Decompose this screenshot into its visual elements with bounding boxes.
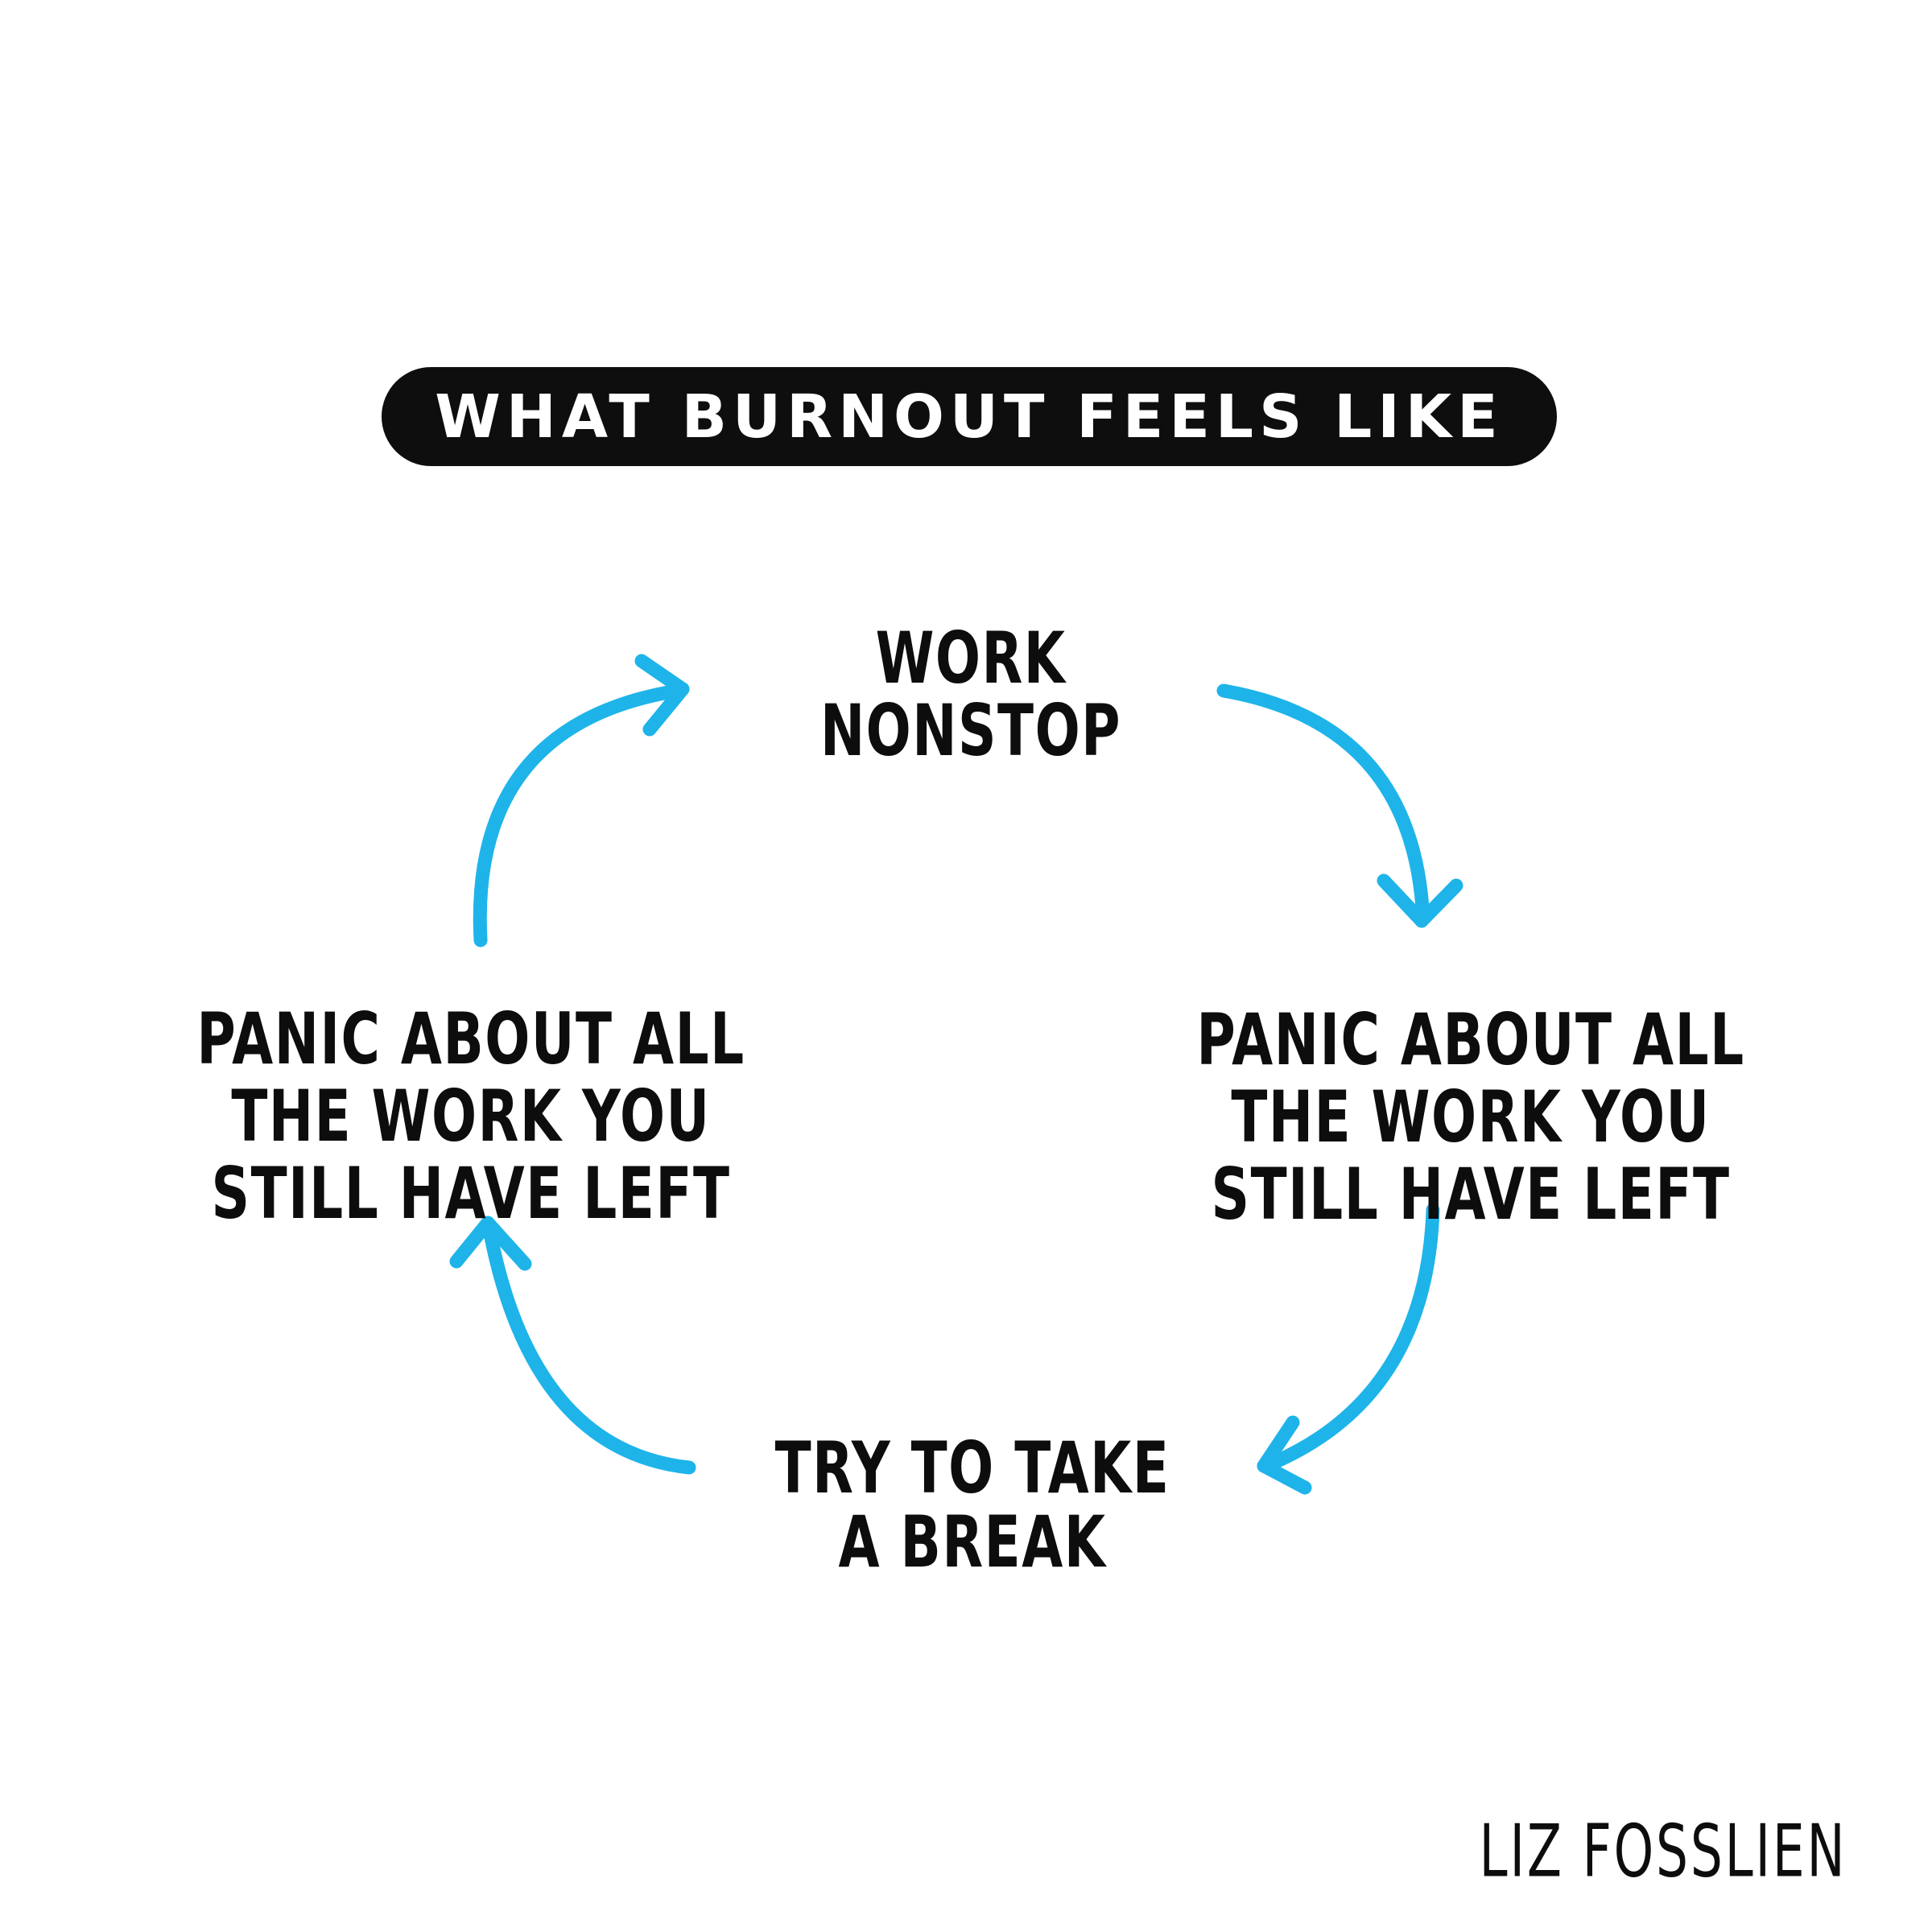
node-line: STILL HAVE LEFT <box>211 1152 731 1235</box>
node-line: WORK <box>875 617 1067 700</box>
arrow-up-right-icon <box>473 654 690 947</box>
node-panic-right: PANIC ABOUT ALL THE WORK YOU STILL HAVE … <box>1105 1001 1837 1233</box>
node-line: TRY TO TAKE <box>774 1426 1170 1509</box>
arrow-down-left-icon <box>1257 1203 1440 1495</box>
node-line: NONSTOP <box>819 689 1122 772</box>
node-panic-left: PANIC ABOUT ALL THE WORK YOU STILL HAVE … <box>105 1001 837 1232</box>
arrow-up-left-icon <box>449 1216 696 1475</box>
page-title: WHAT BURNOUT FEELS LIKE <box>435 382 1504 452</box>
node-work-nonstop: WORK NONSTOP <box>770 622 1172 767</box>
node-line: PANIC ABOUT ALL <box>1196 998 1745 1081</box>
title-banner: WHAT BURNOUT FEELS LIKE <box>382 367 1557 466</box>
node-line: STILL HAVE LEFT <box>1211 1153 1731 1236</box>
node-line: PANIC ABOUT ALL <box>196 997 745 1080</box>
arrow-down-right-icon <box>1216 683 1463 928</box>
node-try-break: TRY TO TAKE A BREAK <box>709 1431 1236 1579</box>
node-line: THE WORK YOU <box>231 1075 711 1158</box>
node-line: THE WORK YOU <box>1231 1075 1711 1158</box>
artist-signature: LIZ FOSSLIEN <box>1479 1809 1847 1894</box>
node-line: A BREAK <box>838 1501 1107 1583</box>
